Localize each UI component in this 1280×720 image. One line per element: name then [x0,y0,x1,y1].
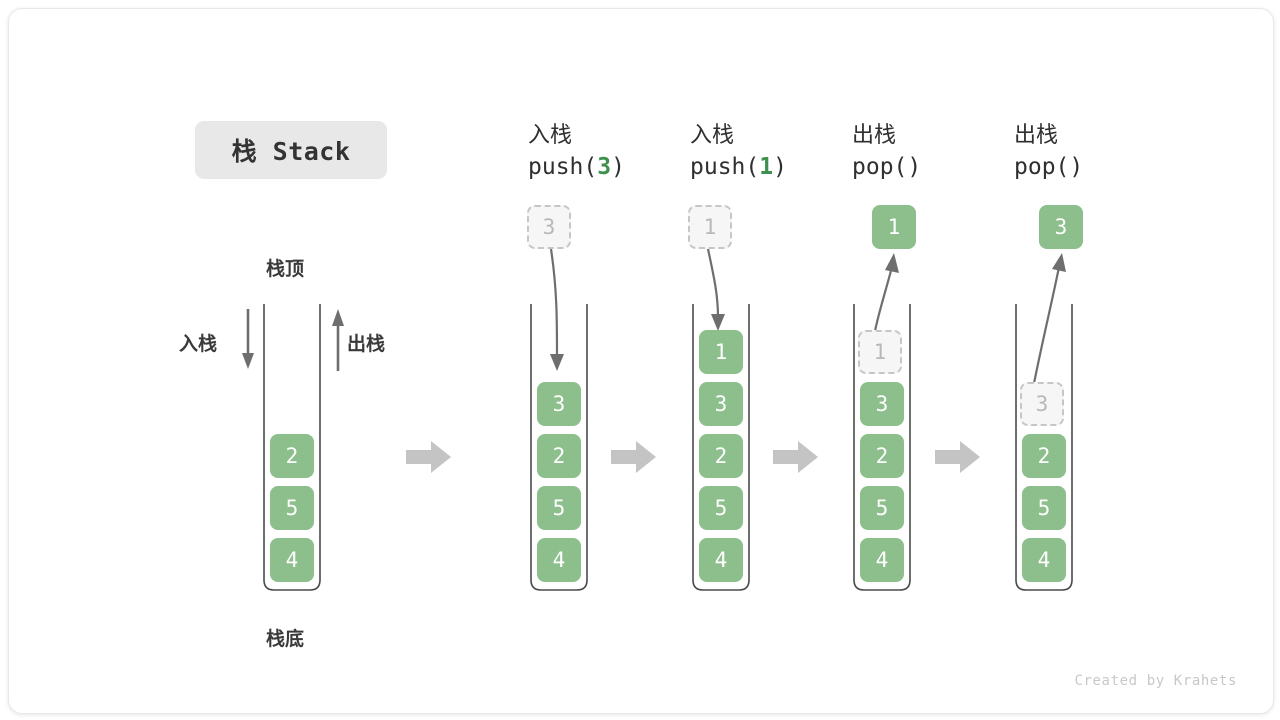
push-side-label: 入栈 [179,333,218,355]
code-pre: pop( [852,154,908,180]
footer-credit: Created by Krahets [1074,673,1237,689]
stack-element: 4 [537,538,581,582]
ghost-cell-pop-3: 3 [1020,382,1064,426]
stack-element: 5 [699,486,743,530]
stack-element: 1 [699,330,743,374]
step-label-cjk-pop-3: 出栈 [1014,123,1059,148]
step-label-cjk-push-1: 入栈 [690,123,735,148]
code-post: ) [773,154,787,180]
code-arg: 3 [597,154,612,180]
step-label-code-pop-3: pop() [1014,154,1083,180]
stack-element: 4 [270,538,314,582]
floating-element-pop-1: 1 [872,205,916,249]
stack-element: 3 [537,382,581,426]
stack-element: 5 [1022,486,1066,530]
code-pre: push( [690,154,760,180]
code-post: ) [1069,154,1084,180]
stack-element: 2 [270,434,314,478]
stack-top-label: 栈顶 [266,258,305,280]
flow-arrow-4 [935,439,981,475]
push-curve-arrow-3-icon [529,248,589,379]
stack-container-pop-1 [852,304,912,592]
pop-up-arrow-icon [329,309,347,375]
stack-bottom-label: 栈底 [266,628,305,650]
stack-element: 3 [860,382,904,426]
step-label-cjk-pop-1: 出栈 [852,123,897,148]
stack-container-push-3 [529,304,589,592]
code-post: ) [907,154,922,180]
step-label-cjk-push-3: 入栈 [528,123,573,148]
stack-container-initial [262,304,322,592]
push-down-arrow-icon [239,309,257,375]
stack-element: 2 [1022,434,1066,478]
floating-element-push-3: 3 [527,205,571,249]
push-curve-arrow-1-icon [690,248,750,339]
flow-arrow-2 [611,439,657,475]
stack-element: 4 [860,538,904,582]
flow-arrow-3 [773,439,819,475]
step-label-code-push-3: push(3) [528,154,625,180]
stack-container-push-1 [691,304,751,592]
stack-element: 4 [699,538,743,582]
floating-element-push-1: 1 [688,205,732,249]
pop-side-label: 出栈 [347,333,386,355]
stack-container-pop-3 [1014,304,1074,592]
step-label-code-push-1: push(1) [690,154,787,180]
stack-element: 2 [699,434,743,478]
code-pre: pop( [1014,154,1070,180]
code-post: ) [611,154,625,180]
stack-element: 5 [537,486,581,530]
code-pre: push( [528,154,598,180]
stack-element: 3 [699,382,743,426]
flow-arrow-1 [406,439,452,475]
floating-element-pop-3: 3 [1039,205,1083,249]
ghost-cell-pop-1: 1 [858,330,902,374]
stack-element: 2 [537,434,581,478]
step-label-code-pop-1: pop() [852,154,921,180]
stack-element: 2 [860,434,904,478]
diagram-title: 栈 Stack [195,121,387,179]
stack-element: 4 [1022,538,1066,582]
stack-element: 5 [270,486,314,530]
stack-element: 5 [860,486,904,530]
code-arg: 1 [759,154,774,180]
